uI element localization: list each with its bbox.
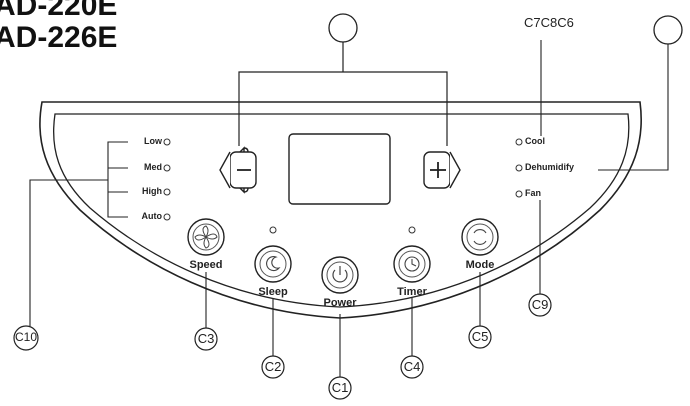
timer-button-label: Timer xyxy=(397,286,427,298)
minus-button[interactable] xyxy=(218,150,252,190)
callout-c3: C3 xyxy=(197,331,215,346)
model-name-2: AD-226E xyxy=(0,21,118,54)
timer-button[interactable] xyxy=(394,246,430,282)
callout-circle-c9 xyxy=(528,293,552,317)
mode-button[interactable] xyxy=(462,219,498,255)
cycle-icon xyxy=(473,229,487,245)
led-cool xyxy=(515,138,523,146)
led-timer xyxy=(408,226,416,234)
panel-inner-outline xyxy=(52,113,630,308)
callout-circle-c5 xyxy=(468,325,492,349)
model-names: AD-220E AD-226E xyxy=(0,0,117,54)
callout-circle-c10 xyxy=(13,325,39,351)
callout-circle-c3 xyxy=(194,327,218,351)
mode-fan: Fan xyxy=(525,188,542,198)
sleep-button[interactable] xyxy=(255,246,291,282)
power-button[interactable] xyxy=(322,257,358,293)
speed-level-high: High xyxy=(142,186,162,196)
callout-c1: C1 xyxy=(331,380,349,395)
speed-level-low: Low xyxy=(144,136,162,146)
callout-c9: C9 xyxy=(531,297,549,312)
speed-level-med: Med xyxy=(144,162,162,172)
speed-level-auto: Auto xyxy=(141,211,163,221)
power-button-label: Power xyxy=(323,297,357,309)
mode-button-label: Mode xyxy=(465,259,495,271)
speed-button-label: Speed xyxy=(189,259,223,271)
led-dehumidify xyxy=(515,164,523,172)
callout-c5: C5 xyxy=(471,329,489,344)
led-auto xyxy=(163,213,171,221)
plus-button[interactable] xyxy=(422,150,462,190)
fan-icon xyxy=(194,225,218,249)
led-sleep xyxy=(269,226,277,234)
callout-c10: C10 xyxy=(14,330,37,344)
led-low xyxy=(163,138,171,146)
speed-button[interactable] xyxy=(188,219,224,255)
power-icon xyxy=(332,269,348,283)
led-high xyxy=(163,188,171,196)
callout-circle-c4 xyxy=(400,355,424,379)
moon-icon xyxy=(266,256,281,272)
mode-cool: Cool xyxy=(525,136,545,146)
callout-circle-c2 xyxy=(261,355,285,379)
callout-circle-adjust xyxy=(328,13,358,43)
callout-top-mode: C7C8C6 xyxy=(524,15,574,30)
callout-circle-right xyxy=(653,15,683,45)
callout-c4: C4 xyxy=(403,359,421,374)
led-fan xyxy=(515,190,523,198)
sleep-button-label: Sleep xyxy=(258,286,288,298)
mode-dehumidify: Dehumidify xyxy=(525,162,575,172)
model-name-1: AD-220E xyxy=(0,0,118,22)
clock-icon xyxy=(404,256,420,272)
display-window xyxy=(288,133,391,205)
led-med xyxy=(163,164,171,172)
callout-c2: C2 xyxy=(264,359,282,374)
callout-circle-c1 xyxy=(328,376,352,400)
